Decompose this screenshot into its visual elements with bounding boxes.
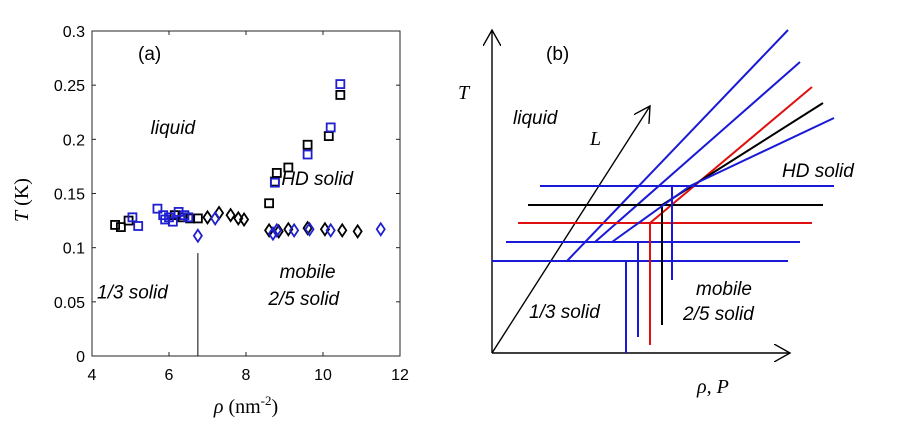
red-line-set bbox=[518, 86, 813, 345]
panel-a: (a) 4 6 8 10 12 0 0.05 0.1 0.15 0.2 0.25 0.3 liquid… bbox=[11, 24, 409, 418]
t-axis-label-b: T bbox=[458, 82, 471, 104]
data-point-square bbox=[152, 203, 163, 214]
data-point-square bbox=[269, 177, 280, 188]
data-point-square bbox=[335, 79, 346, 89]
one-third-solid-label-b: 1/3 solid bbox=[529, 302, 601, 323]
data-point-diamond bbox=[225, 207, 236, 223]
data-point-diamond bbox=[267, 225, 279, 242]
data-point-square bbox=[115, 222, 126, 232]
data-point-square bbox=[302, 139, 313, 150]
data-points-a bbox=[110, 79, 386, 244]
data-point-diamond bbox=[319, 221, 331, 237]
y-tick-label: 0.05 bbox=[54, 295, 85, 312]
data-point-square bbox=[192, 213, 203, 224]
region-label: mobile bbox=[280, 262, 336, 283]
rho-axis-label-b: ρ, P bbox=[696, 376, 729, 398]
data-point-diamond bbox=[202, 209, 213, 225]
y-axis-label-a: T (K) bbox=[11, 178, 33, 222]
data-point-square bbox=[183, 212, 194, 223]
region-label: 1/3 solid bbox=[97, 283, 169, 304]
data-point-diamond bbox=[375, 221, 386, 237]
liquid-label-b: liquid bbox=[513, 108, 559, 129]
region-label: HD solid bbox=[281, 169, 354, 190]
data-point-square bbox=[133, 221, 144, 231]
data-point-square bbox=[283, 162, 294, 173]
data-point-square bbox=[335, 90, 346, 100]
data-point-diamond bbox=[289, 222, 300, 238]
phase-line bbox=[611, 185, 691, 243]
y-tick-label: 0 bbox=[76, 349, 85, 366]
data-point-diamond bbox=[302, 220, 313, 236]
l-diagonal-arrow-b bbox=[491, 106, 650, 354]
phase-line bbox=[689, 117, 835, 187]
hd-solid-label-b: HD solid bbox=[782, 161, 855, 182]
x-tick-label: 6 bbox=[165, 367, 174, 384]
black-line-set bbox=[528, 102, 824, 325]
data-point-diamond bbox=[283, 221, 294, 237]
x-tick-label: 12 bbox=[391, 367, 409, 384]
data-point-diamond bbox=[325, 222, 336, 238]
data-point-diamond bbox=[233, 210, 244, 227]
data-point-diamond bbox=[210, 210, 221, 227]
x-axis-label-a: ρ (nm-2) bbox=[213, 393, 278, 418]
mobile-label-b: mobile bbox=[696, 279, 752, 300]
data-point-square bbox=[110, 220, 120, 230]
data-point-square bbox=[271, 168, 282, 178]
data-point-square bbox=[167, 216, 178, 227]
panel-b: (b) T ρ, P L liquid HD solid 1/3 solid m… bbox=[458, 30, 855, 398]
blue-line-set-inner bbox=[540, 117, 835, 337]
y-tick-label: 0.15 bbox=[54, 187, 85, 204]
ticks-a: 4 6 8 10 12 0 0.05 0.1 0.15 0.2 0.25 0.3 bbox=[54, 24, 409, 384]
two-fifths-solid-label-b: 2/5 solid bbox=[682, 304, 755, 325]
data-point-diamond bbox=[304, 221, 315, 237]
data-point-diamond bbox=[192, 228, 203, 244]
y-tick-label: 0.2 bbox=[63, 132, 85, 149]
region-label: 2/5 solid bbox=[267, 289, 340, 310]
annotations-a: liquid HD solid mobile 2/5 solid 1/3 solid bbox=[97, 118, 355, 310]
plot-area-a bbox=[91, 30, 401, 357]
region-label: liquid bbox=[151, 118, 197, 139]
data-point-diamond bbox=[352, 223, 363, 240]
data-point-square bbox=[264, 198, 275, 209]
phase-line bbox=[594, 61, 801, 243]
data-point-square bbox=[127, 212, 138, 223]
x-tick-label: 8 bbox=[242, 367, 251, 384]
data-point-diamond bbox=[238, 211, 250, 228]
data-point-diamond bbox=[271, 222, 282, 238]
data-point-diamond bbox=[273, 223, 284, 240]
data-point-square bbox=[302, 149, 313, 160]
l-label-b: L bbox=[589, 128, 601, 150]
y-tick-label: 0.25 bbox=[54, 78, 85, 95]
panel-b-label: (b) bbox=[546, 44, 569, 65]
data-point-diamond bbox=[337, 222, 348, 238]
x-tick-label: 10 bbox=[314, 367, 332, 384]
x-tick-label: 4 bbox=[88, 367, 97, 384]
blue-line-set-2 bbox=[506, 61, 801, 243]
data-point-square bbox=[325, 122, 336, 133]
panel-a-label: (a) bbox=[138, 44, 161, 65]
y-tick-label: 0.3 bbox=[63, 24, 85, 41]
y-tick-label: 0.1 bbox=[63, 241, 85, 258]
phase-line bbox=[649, 86, 813, 224]
